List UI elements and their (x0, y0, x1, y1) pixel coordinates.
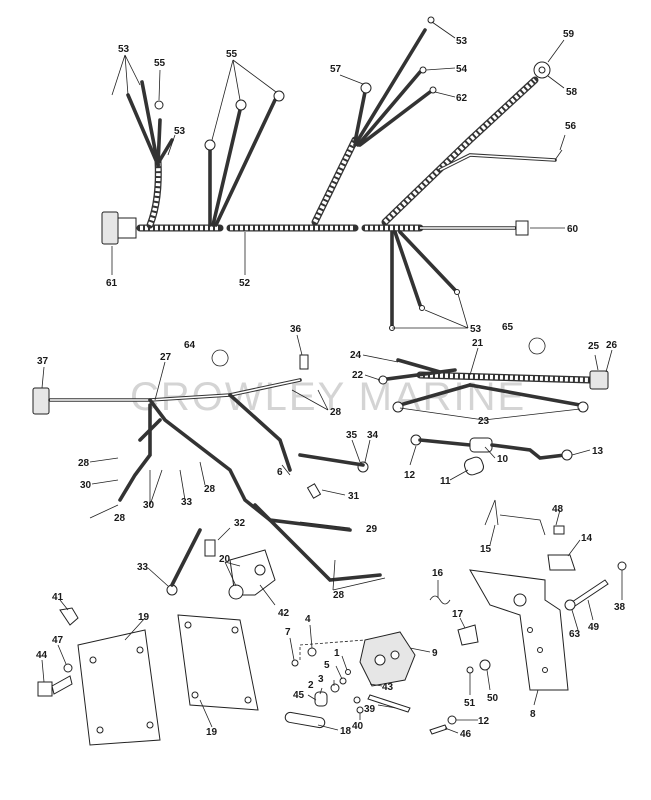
callout-label: 32 (234, 518, 246, 529)
callout-label: 12 (478, 716, 490, 727)
callout-label: 47 (52, 635, 64, 646)
plate-19-left (77, 629, 161, 746)
callout-label: 39 (364, 704, 376, 715)
callout-label: 50 (487, 693, 499, 704)
callout-label: 16 (432, 568, 444, 579)
plate-19-right (177, 614, 259, 711)
callout-label: 40 (352, 721, 364, 732)
upper-harness (101, 16, 563, 331)
callout-label: 8 (530, 709, 536, 720)
callout-label: 23 (478, 416, 490, 427)
callout-label: 60 (567, 224, 579, 235)
solenoid-9 (359, 631, 416, 687)
callout-label: 5 (324, 660, 330, 671)
callout-label: 25 (588, 341, 600, 352)
callout-label: 28 (78, 458, 90, 469)
leader-lines (41, 21, 623, 734)
callout-label: 46 (460, 729, 472, 740)
callout-label: 12 (404, 470, 416, 481)
callout-label: 24 (350, 350, 362, 361)
callout-label: 11 (440, 476, 451, 487)
callout-label: 14 (581, 533, 593, 544)
callout-label: 65 (502, 322, 514, 333)
callout-label: 26 (606, 340, 618, 351)
callout-label: 49 (588, 622, 600, 633)
callout-label: 55 (226, 49, 238, 60)
callout-label: 61 (106, 278, 118, 289)
callout-label: 4 (305, 614, 311, 625)
callout-label: 19 (206, 727, 218, 738)
callout-label: 45 (293, 690, 305, 701)
callout-label: 21 (472, 338, 484, 349)
callout-label: 1 (334, 648, 340, 659)
clip-65 (528, 337, 546, 355)
callout-label: 57 (330, 64, 342, 75)
callout-label: 28 (333, 590, 345, 601)
callout-label: 58 (566, 87, 578, 98)
callout-label: 7 (285, 627, 291, 638)
callout-label: 6 (277, 467, 283, 478)
callout-label: 28 (204, 484, 216, 495)
callout-label: 53 (470, 324, 482, 335)
callout-label: 53 (456, 36, 468, 47)
connector-37 (32, 387, 50, 415)
callout-label: 17 (452, 609, 464, 620)
callout-label: 28 (114, 513, 126, 524)
plug-connector-61 (101, 211, 119, 245)
callout-label: 59 (563, 29, 575, 40)
callout-label: 52 (239, 278, 251, 289)
callout-label: 64 (184, 340, 196, 351)
callout-label: 3 (318, 674, 324, 685)
callout-label: 42 (278, 608, 290, 619)
clip-64 (211, 349, 229, 367)
middle-harness (32, 337, 609, 596)
callout-label: 35 (346, 430, 358, 441)
callout-label: 62 (456, 93, 468, 104)
callout-label: 54 (456, 64, 468, 75)
callout-label: 9 (432, 648, 438, 659)
callout-label: 18 (340, 726, 352, 737)
callout-label: 27 (160, 352, 172, 363)
callout-label: 33 (181, 497, 193, 508)
callout-label: 2 (308, 680, 314, 691)
callout-label: 10 (497, 454, 509, 465)
callout-label: 30 (80, 480, 92, 491)
callout-label: 53 (118, 44, 130, 55)
callout-label: 13 (592, 446, 604, 457)
callout-label: 43 (382, 682, 394, 693)
callout-label: 53 (174, 126, 186, 137)
strap-18 (284, 711, 326, 729)
callout-label: 36 (290, 324, 302, 335)
callout-label: 56 (565, 121, 577, 132)
callout-label: 15 (480, 544, 492, 555)
callout-label: 55 (154, 58, 166, 69)
callout-label: 41 (52, 592, 64, 603)
callout-label: 48 (552, 504, 564, 515)
callout-label: 37 (37, 356, 49, 367)
callout-label: 30 (143, 500, 155, 511)
callout-labels: 53 55 53 55 57 53 54 62 59 58 56 60 61 5… (36, 29, 626, 740)
callout-label: 19 (138, 612, 150, 623)
callout-label: 22 (352, 370, 364, 381)
callout-label: 29 (366, 524, 378, 535)
callout-label: 51 (464, 698, 476, 709)
callout-label: 33 (137, 562, 149, 573)
callout-label: 63 (569, 629, 581, 640)
callout-label: 44 (36, 650, 48, 661)
hardware-parts (37, 499, 627, 746)
callout-label: 38 (614, 602, 626, 613)
bracket-8 (469, 569, 569, 691)
callout-label: 28 (330, 407, 342, 418)
callout-label: 31 (348, 491, 360, 502)
callout-label: 34 (367, 430, 379, 441)
callout-label: 20 (219, 554, 231, 565)
